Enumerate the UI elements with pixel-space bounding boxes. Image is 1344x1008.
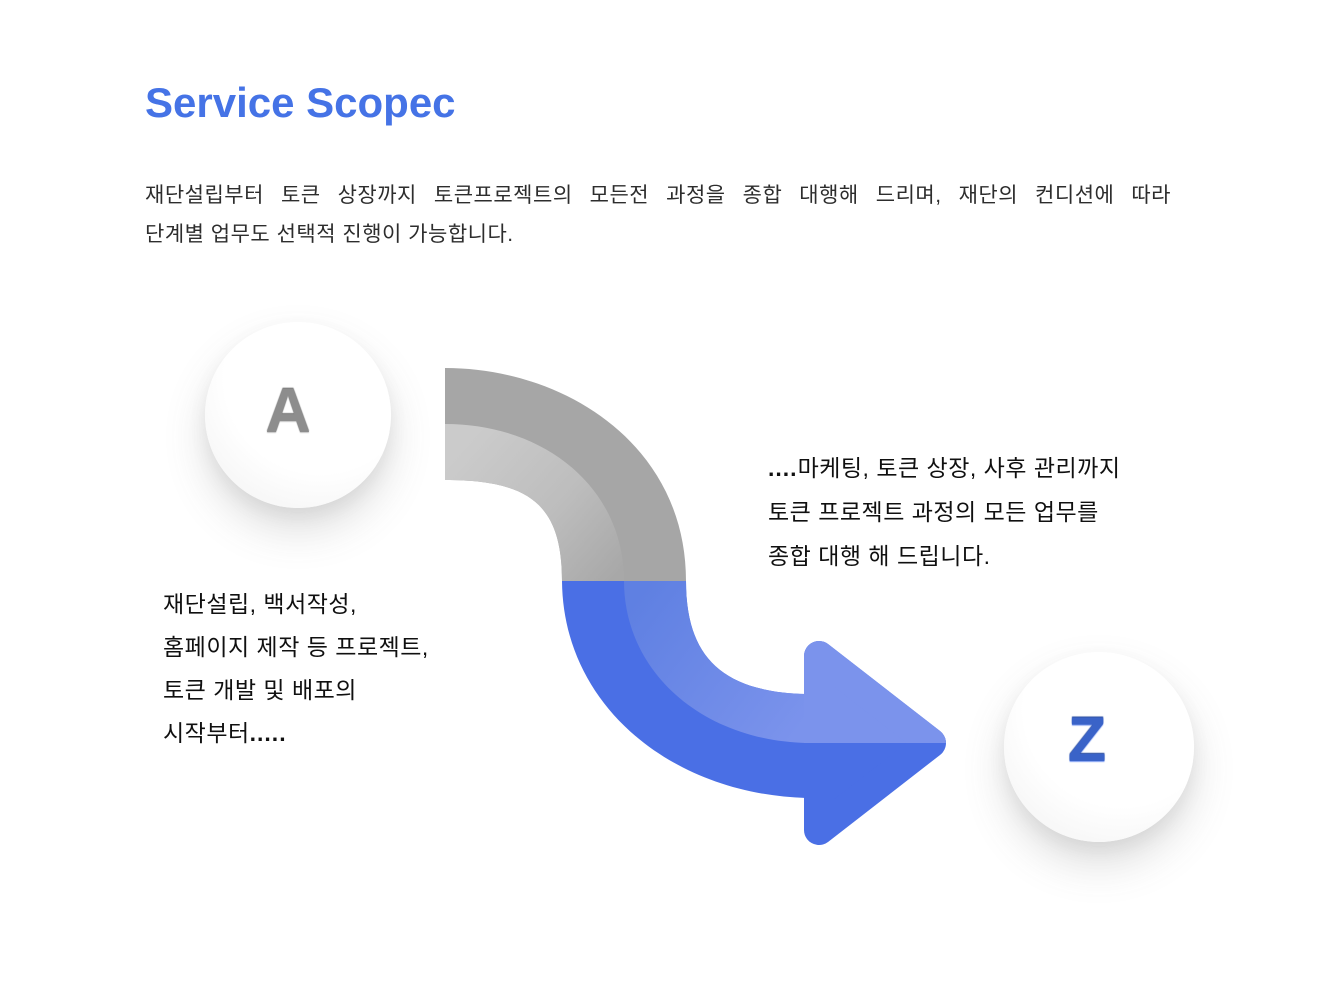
start-annotation-line: 시작부터..... xyxy=(163,712,429,755)
start-annotation-line: 토큰 개발 및 배포의 xyxy=(163,677,357,703)
arrow-head-highlight xyxy=(804,641,946,743)
intro-paragraph-line2: 단계별 업무도 선택적 진행이 가능합니다. xyxy=(145,223,514,246)
end-annotation-text: 마케팅, 토큰 상장, 사후 관리까지 xyxy=(797,455,1121,481)
start-node-a: A xyxy=(205,322,391,508)
end-annotation-line: ....마케팅, 토큰 상장, 사후 관리까지 xyxy=(768,446,1120,490)
ellipsis-dots: .... xyxy=(768,455,798,481)
page-title: Service Scopec xyxy=(145,79,456,126)
end-annotation: ....마케팅, 토큰 상장, 사후 관리까지 토큰 프로젝트 과정의 모든 업… xyxy=(768,446,1120,578)
start-node-letter: A xyxy=(265,375,311,446)
start-annotation-line: 재단설립, 백서작성, xyxy=(163,591,357,617)
arrow-blue-highlight xyxy=(624,581,806,743)
start-annotation-text: 시작부터 xyxy=(163,720,250,746)
end-annotation-line: 토큰 프로젝트 과정의 모든 업무를 xyxy=(768,499,1099,525)
start-annotation: 재단설립, 백서작성, 홈페이지 제작 등 프로젝트, 토큰 개발 및 배포의 … xyxy=(163,583,429,755)
start-annotation-line: 홈페이지 제작 등 프로젝트, xyxy=(163,634,429,660)
arrow-gray-highlight xyxy=(445,424,624,581)
ellipsis-dots: ..... xyxy=(249,720,287,746)
end-node-z: Z xyxy=(1004,652,1194,842)
intro-paragraph: 재단설립부터 토큰 상장까지 토큰프로젝트의 모든전 과정을 종합 대행해 드리… xyxy=(145,176,1171,254)
end-annotation-line: 종합 대행 해 드립니다. xyxy=(768,543,991,569)
intro-paragraph-line1: 재단설립부터 토큰 상장까지 토큰프로젝트의 모든전 과정을 종합 대행해 드리… xyxy=(145,184,1171,207)
end-node-letter: Z xyxy=(1067,704,1107,775)
